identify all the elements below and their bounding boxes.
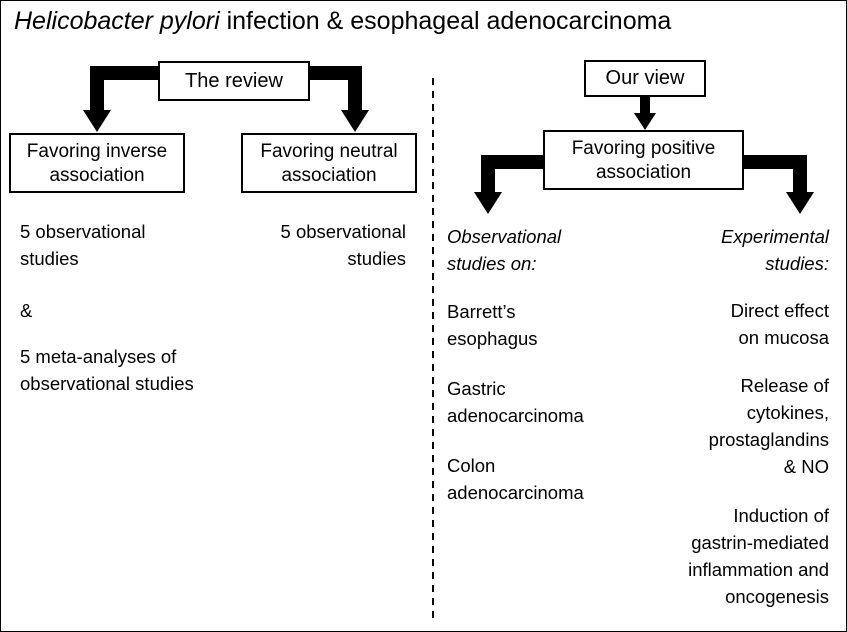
box-favoring-neutral: Favoring neutral association (241, 133, 417, 193)
box-our-view: Our view (584, 60, 706, 97)
arrow-positive-to-observational (481, 155, 544, 194)
arrow-positive-to-observational-head (474, 192, 502, 214)
neutral-item-observational: 5 observational studies (280, 221, 406, 269)
diagram-title: Helicobacter pylori infection & esophage… (14, 5, 671, 37)
title-rest: infection & esophageal adenocarcinoma (219, 7, 672, 35)
arrow-review-to-neutral-head (341, 110, 369, 132)
inverse-item-observational: 5 observational studies (20, 221, 146, 269)
arrow-review-to-inverse (90, 66, 160, 112)
experimental-item-induction: Induction of gastrin-mediated inflammati… (688, 505, 829, 607)
observational-item-colon: Colon adenocarcinoma (447, 455, 584, 503)
observational-heading: Observational studies on: (447, 226, 562, 274)
arrow-review-to-neutral (309, 66, 362, 112)
arrow-ourview-to-positive-head (634, 113, 656, 130)
arrow-review-to-inverse-head (83, 110, 111, 132)
arrow-positive-to-experimental (743, 155, 807, 194)
experimental-heading: Experimental studies: (721, 226, 829, 274)
experimental-item-release: Release of cytokines, prostaglandins & N… (708, 375, 829, 477)
box-the-review: The review (158, 61, 310, 101)
inverse-item-meta-analyses: 5 meta-analyses of observational studies (20, 346, 194, 394)
arrow-positive-to-experimental-head (786, 192, 814, 214)
observational-item-gastric: Gastric adenocarcinoma (447, 378, 584, 426)
experimental-item-direct-effect: Direct effect on mucosa (730, 300, 829, 348)
inverse-item-ampersand: & (20, 300, 33, 321)
observational-item-barretts: Barrett’s esophagus (447, 301, 538, 349)
title-organism: Helicobacter pylori (14, 7, 220, 35)
box-favoring-inverse: Favoring inverse association (9, 133, 185, 193)
box-favoring-positive: Favoring positive association (543, 130, 744, 190)
